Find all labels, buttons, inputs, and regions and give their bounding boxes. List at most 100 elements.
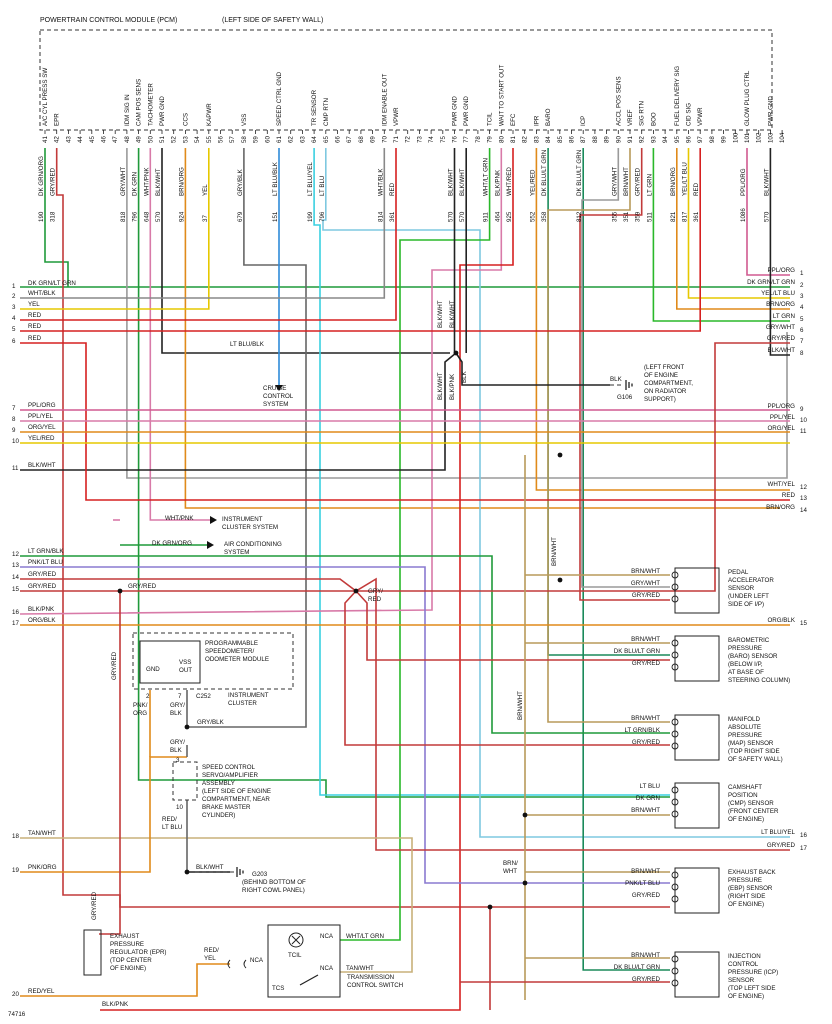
g106-location-label: SUPPORT) [644, 396, 676, 403]
pin-wire-circuit: 679 [237, 211, 244, 222]
vertical-wire-label: BRN/WHT [551, 537, 558, 566]
sensor-wire-label: GRY/RED [632, 660, 661, 667]
red-lt-blu-label: LT BLU [162, 824, 182, 831]
tcil-lamp-cross-icon [291, 935, 301, 945]
pcm-pin-number: 52 [171, 136, 178, 143]
pcm-pin-function: EFC [510, 113, 517, 126]
left-connector-label: LT GRN/BLK [28, 548, 64, 555]
tcs-switch-icon [299, 974, 319, 986]
wire-brn-org-95 [675, 148, 790, 310]
air-conditioning-label: AIR CONDITIONING [224, 541, 282, 548]
sensor-terminal [671, 583, 679, 591]
connector-icon [227, 959, 231, 969]
pin-wire-circuit: 648 [143, 211, 150, 222]
sensor-name: PRESSURE (ICP) [728, 969, 778, 976]
speed-control-label: COMPARTMENT, NEAR [202, 796, 270, 803]
transmission-label: CONTROL SWITCH [347, 982, 403, 989]
sensor-name: ACCELERATOR [728, 577, 774, 584]
sensor-name: OF SAFETY WALL) [728, 756, 783, 763]
sensor-terminal [671, 718, 679, 726]
pin-wire-circuit: 151 [272, 211, 279, 222]
sensor-terminal [671, 786, 679, 794]
right-connector-number: 4 [800, 304, 804, 311]
sensor-wire-label: DK BLU/LT GRN [614, 648, 660, 655]
sensor-name: PRESSURE [728, 732, 762, 739]
sensor-wire-label: DK GRN [636, 795, 660, 802]
wire-lt-grn [652, 148, 790, 322]
wire-wht-blk [20, 148, 386, 299]
sensor-terminal [671, 730, 679, 738]
sensor-terminal [671, 883, 679, 891]
sensor-terminal [671, 979, 679, 987]
air-conditioning-arrow [207, 541, 214, 549]
left-connector-number: 2 [12, 293, 16, 300]
c252-label: C252 [196, 693, 211, 700]
right-connector-number: 6 [800, 327, 804, 334]
pcm-title: POWERTRAIN CONTROL MODULE (PCM) [40, 17, 177, 24]
instrument-wire-label: WHT/PNK [165, 515, 194, 522]
pcm-pin-function: VPWR [697, 107, 704, 126]
sensor-wire-label: BRN/WHT [631, 715, 660, 722]
pcm-pin-number: 47 [112, 136, 119, 143]
pcm-pin-number: 59 [253, 136, 260, 143]
pin-wire-color: DK GRN/ORG [38, 156, 45, 196]
pcm-pin-function: VREF [627, 109, 634, 126]
sensor-name: PRESSURE [728, 877, 762, 884]
sensor-terminal [671, 810, 679, 818]
right-connector-number: 16 [800, 832, 807, 839]
g203-location-label: RIGHT COWL PANEL) [242, 887, 305, 894]
wire-gry-red-baro [355, 590, 670, 661]
pin-wire-circuit: 37 [202, 215, 209, 222]
left-connector-label: GRY/RED [28, 583, 57, 590]
pin-wire-color: WHT/BLK [377, 168, 384, 196]
sensor-name: ABSOLUTE [728, 724, 761, 731]
sensor-terminal [671, 595, 679, 603]
wire-red-yel [20, 963, 230, 997]
left-connector-number: 20 [12, 991, 19, 998]
right-connector-label: ORG/BLK [767, 617, 795, 624]
right-connector-number: 7 [800, 338, 804, 345]
sensor-wire-label: BRN/WHT [631, 868, 660, 875]
pin-wire-color: BLK/WHT [155, 168, 162, 196]
left-connector-label: ORG/BLK [28, 617, 56, 624]
gry-blk-label: GRY/ [170, 739, 185, 746]
red-yel-label: YEL [204, 955, 216, 962]
vertical-wire-label: GRY/RED [91, 891, 98, 920]
splice-dot [522, 812, 528, 818]
pcm-pin-number: 78 [475, 136, 482, 143]
pcm-pin-function: IDM ENABLE OUT [381, 74, 388, 126]
g106-location-label: (LEFT FRONT [644, 364, 684, 371]
g203-location-label: (BEHIND BOTTOM OF [242, 879, 306, 886]
vertical-wire-label: BLK/WHT [437, 300, 444, 328]
pcm-pin-number: 97 [697, 136, 704, 143]
pcm-pin-number: 88 [592, 136, 599, 143]
pcm-pin-number: 51 [159, 136, 166, 143]
epr-box [83, 929, 102, 976]
pcm-pin-number: 103 [767, 132, 774, 143]
pcm-pin-function: PWR GND [159, 96, 166, 126]
pcm-pin-number: 90 [615, 136, 622, 143]
sensor-name: CONTROL [728, 961, 759, 968]
speed-control-label: (LEFT SIDE OF ENGINE [202, 788, 271, 795]
pin-wire-color: BRN/WHT [623, 167, 630, 196]
left-connector-label: WHT/BLK [28, 290, 56, 297]
pcm-pin-number: 91 [627, 136, 634, 143]
wire-yel-lt-blu [687, 148, 790, 299]
right-connector-number: 14 [800, 507, 807, 514]
pin-wire-color: GRY/WHT [611, 167, 618, 196]
pcm-pin-number: 89 [604, 136, 611, 143]
brn-wht-label: WHT [503, 868, 517, 875]
vertical-wire-label: BRN/WHT [517, 691, 524, 720]
sensor-name: BAROMETRIC [728, 637, 770, 644]
cruise-control-label: CRUISE [263, 385, 286, 392]
wire-gry-red-42 [55, 148, 491, 1010]
sensor-name: SENSOR [728, 585, 755, 592]
pcm-pin-function: IPR [533, 115, 540, 126]
wire-red-71 [20, 148, 397, 321]
pin-wire-circuit: 359 [635, 211, 642, 222]
ac-wire-label: DK GRN/ORG [152, 540, 192, 547]
pin-wire-color: PPL/ORG [740, 168, 747, 196]
pcm-pin-number: 56 [218, 136, 225, 143]
pcm-pin-function: IDM SIG IN [124, 94, 131, 126]
pcm-pin-function: FUEL DELIVERY SIG [674, 66, 681, 126]
